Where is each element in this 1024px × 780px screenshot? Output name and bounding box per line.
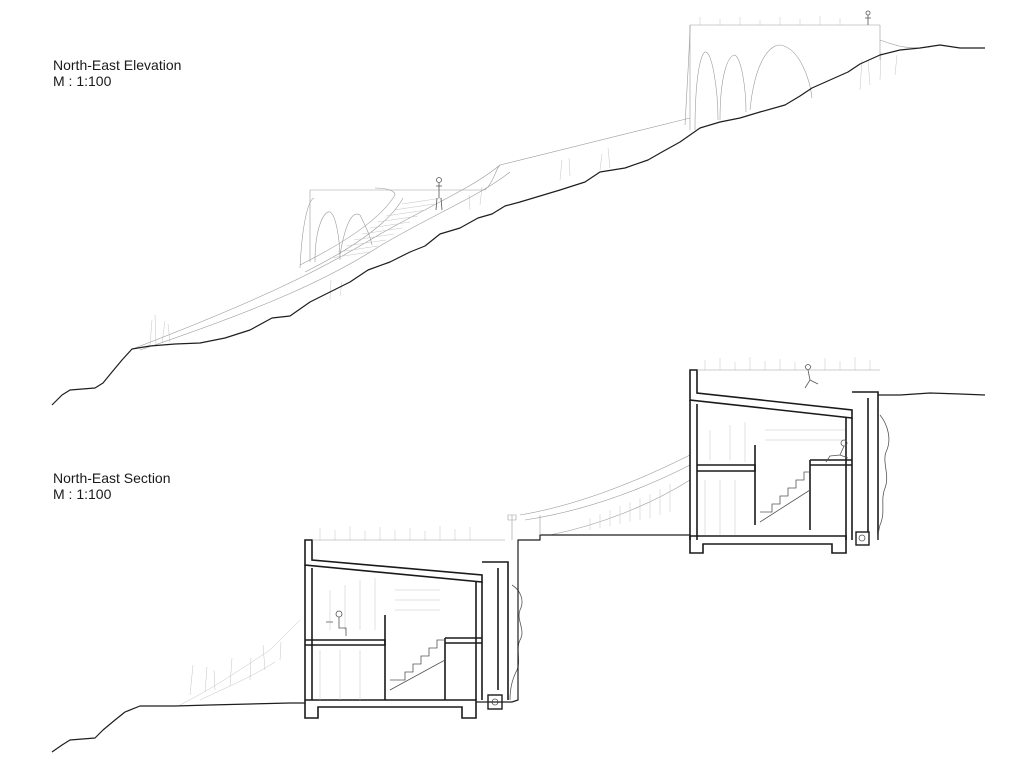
elevation-person-figure xyxy=(435,177,443,211)
section-ground-line xyxy=(51,392,986,753)
upper-roof-vegetation xyxy=(704,357,871,370)
elevation-vegetation xyxy=(149,51,898,346)
lower-ground-slab xyxy=(304,699,477,719)
elevation-drawing xyxy=(51,10,985,406)
upper-rooftop-figure xyxy=(804,364,819,389)
lower-mid-floor xyxy=(305,639,386,646)
section-landscape-hatching xyxy=(179,619,301,706)
elevation-upper-person xyxy=(865,10,871,25)
section-sweeping-stair xyxy=(519,454,691,536)
upper-seated-figure xyxy=(825,439,849,463)
lower-left-wall xyxy=(304,565,313,700)
section-title: North-East Section xyxy=(53,470,171,486)
elevation-title-block: North-East Elevation M : 1:100 xyxy=(53,57,181,89)
lower-roof-slab xyxy=(304,539,483,583)
lower-internal-stair xyxy=(390,639,445,681)
upper-mid-floor xyxy=(697,464,756,472)
upper-internal-stair xyxy=(760,471,810,513)
elevation-lower-arches xyxy=(299,197,373,269)
lower-rock-face xyxy=(509,584,523,701)
elevation-upper-vegetation xyxy=(699,16,841,25)
lower-interior-detail xyxy=(319,578,440,700)
elevation-scale: M : 1:100 xyxy=(53,73,112,89)
section-title-block: North-East Section M : 1:100 xyxy=(53,470,171,502)
upper-rock-face xyxy=(877,414,890,541)
lower-roof-vegetation xyxy=(319,526,471,540)
elevation-stair-treads xyxy=(329,197,443,259)
upper-drain xyxy=(855,531,870,546)
lower-seated-figure xyxy=(326,610,347,636)
section-stair-treads xyxy=(589,484,671,530)
elevation-ground-line xyxy=(51,44,985,406)
upper-ground-slab xyxy=(689,535,847,554)
elevation-title: North-East Elevation xyxy=(53,57,182,73)
section-lower-building xyxy=(304,526,523,719)
upper-roof-slab xyxy=(689,369,853,419)
elevation-stair xyxy=(134,117,691,351)
upper-left-wall xyxy=(689,400,698,540)
section-drawing xyxy=(51,357,986,753)
section-upper-building xyxy=(689,357,890,554)
elevation-upper-building xyxy=(684,24,931,131)
upper-interior-detail xyxy=(704,422,845,535)
section-scale: M : 1:100 xyxy=(53,486,112,502)
